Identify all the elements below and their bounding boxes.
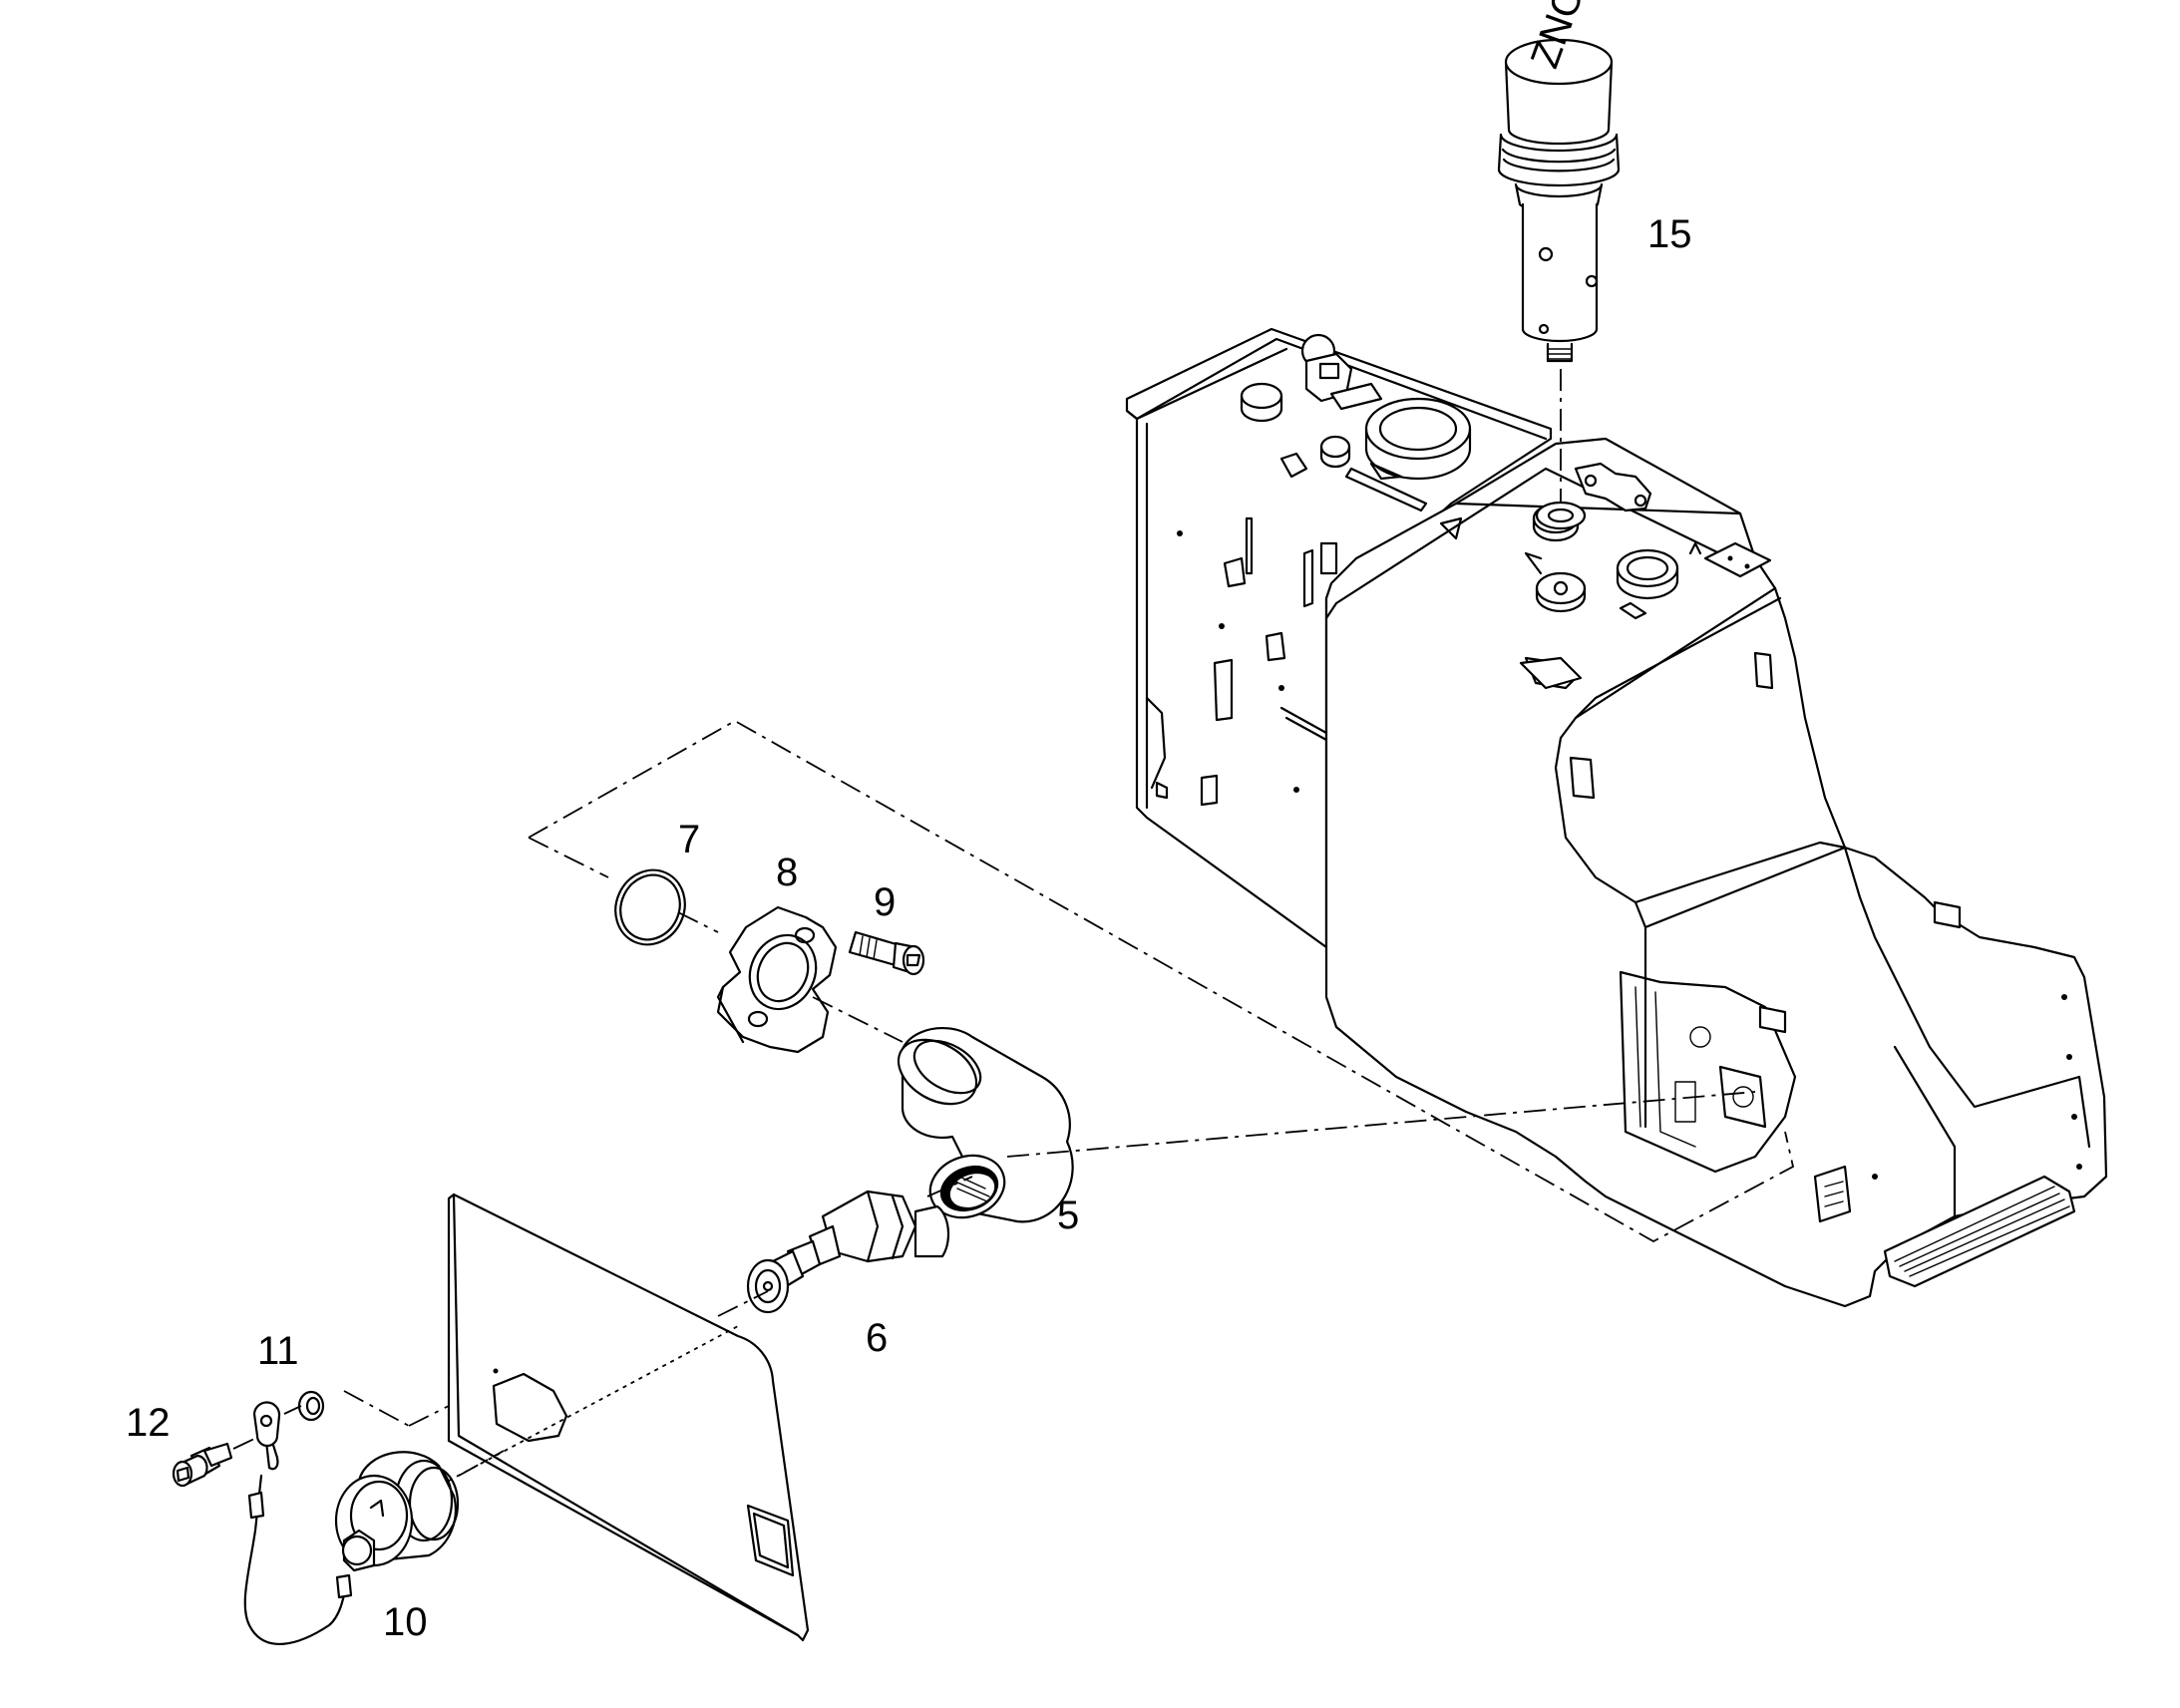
callout-7: 7 xyxy=(678,818,700,861)
part-8-flange xyxy=(716,905,838,1054)
part-11-washer xyxy=(297,1390,325,1422)
callout-8: 8 xyxy=(776,851,798,894)
callout-10: 10 xyxy=(383,1600,428,1644)
callout-6: 6 xyxy=(866,1316,888,1360)
part-6-adapter xyxy=(746,1190,950,1314)
part-7-o-ring xyxy=(614,868,686,946)
callout-9: 9 xyxy=(874,880,896,924)
callout-5: 5 xyxy=(1057,1194,1079,1237)
cover-plate xyxy=(447,1193,810,1642)
part-10-coupling-cap xyxy=(243,1401,460,1646)
part-12-screw xyxy=(172,1442,233,1488)
part-5-elbow xyxy=(897,1026,1074,1223)
callout-12: 12 xyxy=(126,1401,171,1445)
explosion-lines xyxy=(232,369,1795,1482)
tank-assembly xyxy=(1125,327,2108,1308)
callouts: 5 6 7 8 9 10 11 12 15 xyxy=(126,212,1692,1644)
part-9-bolt xyxy=(848,930,925,976)
callout-11: 11 xyxy=(257,1329,299,1373)
part-15-breather-filter: ZNO xyxy=(1497,0,1621,363)
callout-15: 15 xyxy=(1647,212,1692,256)
